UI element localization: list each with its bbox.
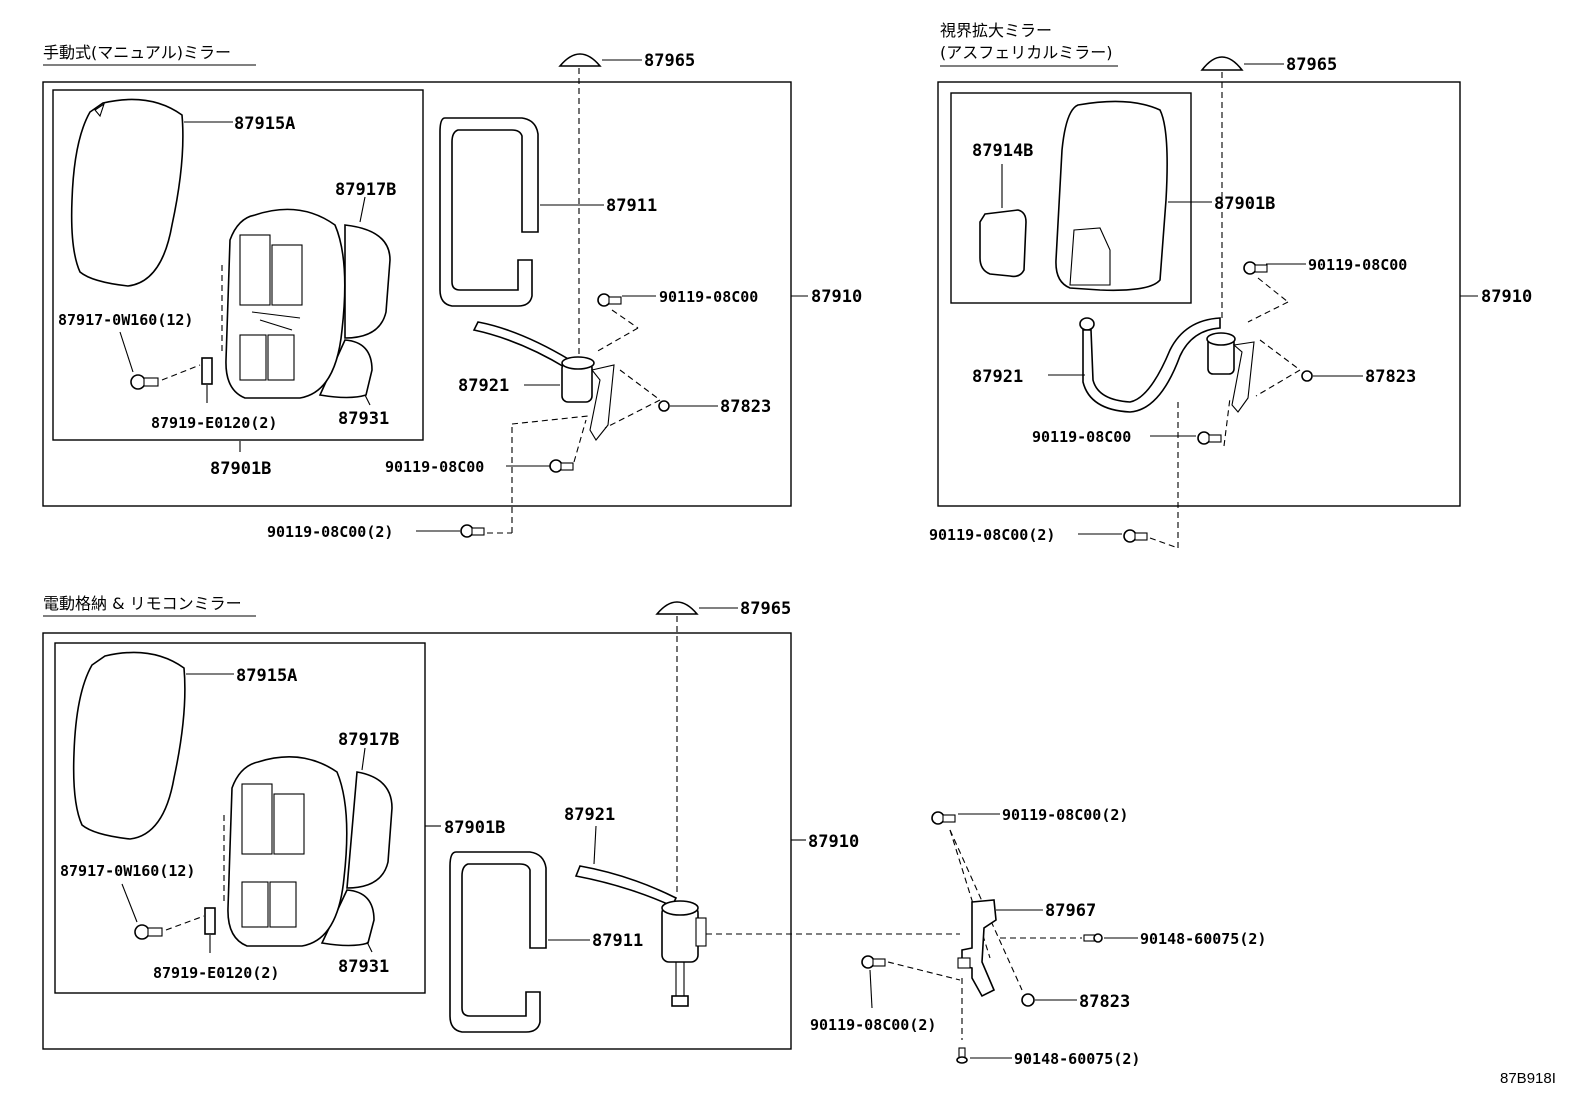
label-bolt-a: 90119-08C00	[659, 288, 758, 306]
label-clip: 87919-E0120(2)	[151, 414, 277, 432]
label-mirror-glass: 87915A	[234, 114, 295, 134]
label-stay-electric: 87921	[564, 805, 615, 825]
mirror-box-aspherical	[950, 92, 1192, 304]
label-mirror-glass-electric: 87915A	[236, 666, 297, 686]
label-cover-electric: 87917B	[338, 730, 399, 750]
stay-part-aspherical	[1082, 317, 1221, 413]
label-cover: 87917B	[335, 180, 396, 200]
section-title-manual: 手動式(マニュアル)ミラー	[43, 43, 231, 62]
cover-part	[344, 224, 391, 339]
lower-cover-part	[318, 339, 373, 399]
frame-part	[439, 117, 539, 307]
small-mirror-part	[979, 209, 1027, 278]
label-stay-aspherical: 87921	[972, 367, 1023, 387]
label-assembly-aspherical: 87910	[1481, 287, 1532, 307]
label-screw-set-electric: 87917-0W160(12)	[60, 862, 195, 880]
label-bracket: 87967	[1045, 901, 1096, 921]
label-pin-a-electric: 90148-60075(2)	[1140, 930, 1266, 948]
label-cap: 87965	[644, 51, 695, 71]
assembly-box-electric	[42, 632, 792, 1050]
label-cap-aspherical: 87965	[1286, 55, 1337, 75]
label-washer: 87823	[720, 397, 771, 417]
label-clip-electric: 87919-E0120(2)	[153, 964, 279, 982]
label-pin-b-electric: 90148-60075(2)	[1014, 1050, 1140, 1068]
section-title-aspherical-1: 視界拡大ミラー	[940, 21, 1052, 40]
section-manual-mirror: 手動式(マニュアル)ミラー 87965 87915A 87917B 87931 …	[42, 43, 862, 541]
section-title-aspherical-2: (アスフェリカルミラー)	[940, 43, 1113, 62]
label-bolt-b-electric: 90119-08C00(2)	[810, 1016, 936, 1034]
label-bolt-b-aspherical: 90119-08C00	[1032, 428, 1131, 446]
label-assembly: 87910	[811, 287, 862, 307]
assembly-box-manual	[42, 81, 792, 507]
label-frame: 87911	[606, 196, 657, 216]
assembly-box-aspherical	[937, 81, 1461, 507]
label-bolt-a-aspherical: 90119-08C00	[1308, 256, 1407, 274]
label-lower-cover-electric: 87931	[338, 957, 389, 977]
label-bolt-b: 90119-08C00	[385, 458, 484, 476]
label-housing-electric: 87901B	[444, 818, 505, 838]
label-housing: 87901B	[210, 459, 271, 479]
housing-box-manual	[52, 89, 424, 441]
label-washer-electric: 87823	[1079, 992, 1130, 1012]
cap-part-aspherical	[1200, 56, 1244, 71]
frame-part-electric	[449, 851, 547, 1033]
section-title-electric: 電動格納 & リモコンミラー	[43, 594, 242, 613]
label-housing-aspherical: 87901B	[1214, 194, 1275, 214]
section-aspherical-mirror: 視界拡大ミラー (アスフェリカルミラー) 87965 87914B 87901B…	[929, 21, 1532, 549]
label-bolt-a-electric: 90119-08C00(2)	[1002, 806, 1128, 824]
label-cap-electric: 87965	[740, 599, 791, 619]
bracket-part	[961, 899, 997, 998]
cover-part-electric	[346, 771, 393, 889]
housing-box-electric	[54, 642, 426, 994]
label-bolt-c: 90119-08C00(2)	[267, 523, 393, 541]
label-screw-set: 87917-0W160(12)	[58, 311, 193, 329]
stay-part-electric	[574, 865, 678, 908]
section-electric-mirror: 電動格納 & リモコンミラー 87965 87915A 87917B 87931…	[42, 594, 1266, 1068]
diagram-code: 87B918I	[1500, 1070, 1556, 1087]
label-bolt-c-aspherical: 90119-08C00(2)	[929, 526, 1055, 544]
label-assembly-electric: 87910	[808, 832, 859, 852]
label-washer-aspherical: 87823	[1365, 367, 1416, 387]
label-lower-cover: 87931	[338, 409, 389, 429]
label-stay: 87921	[458, 376, 509, 396]
cap-part	[558, 53, 602, 67]
stay-part	[472, 321, 572, 370]
label-frame-electric: 87911	[592, 931, 643, 951]
cap-part-electric	[655, 601, 699, 615]
mirror-glass-part-electric	[72, 651, 186, 840]
mirror-glass-part	[70, 98, 184, 287]
label-mirror-aspherical: 87914B	[972, 141, 1033, 161]
